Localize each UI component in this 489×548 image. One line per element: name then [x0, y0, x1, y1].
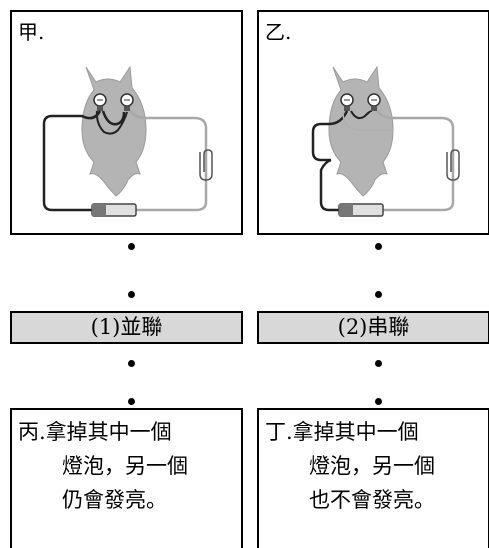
- match-dot-option-1-top[interactable]: [128, 291, 135, 298]
- option-series[interactable]: (2)串聯: [257, 311, 489, 344]
- match-dot-bing[interactable]: [128, 398, 135, 405]
- owl-figure: [81, 65, 147, 197]
- bulb-icon-1: [93, 93, 107, 111]
- match-dot-jia[interactable]: [128, 243, 135, 250]
- statement-line-2: 燈泡，另一個: [309, 454, 435, 478]
- option-parallel[interactable]: (1)並聯: [10, 311, 243, 344]
- statement-line-1: 丙.拿掉其中一個: [18, 420, 172, 444]
- paperclip-icon: [446, 149, 460, 181]
- statement-line-2: 燈泡，另一個: [62, 454, 188, 478]
- match-dot-ding[interactable]: [375, 398, 382, 405]
- statement-line-1: 丁.拿掉其中一個: [265, 420, 419, 444]
- statement-bing[interactable]: 丙.拿掉其中一個 燈泡，另一個 仍會發亮。: [10, 408, 243, 548]
- statement-line-3: 仍會發亮。: [62, 488, 167, 512]
- battery-icon: [91, 203, 137, 217]
- panel-label: 乙.: [265, 20, 292, 44]
- series-circuit-diagram: [311, 65, 460, 217]
- paperclip-icon: [199, 149, 213, 181]
- bulb-icon-2: [120, 93, 134, 111]
- match-dot-option-1-bottom[interactable]: [128, 360, 135, 367]
- circuit-panel-jia[interactable]: 甲.: [10, 10, 243, 235]
- bulb-icon-1: [340, 93, 354, 111]
- battery-icon: [338, 203, 384, 217]
- statement-line-3: 也不會發亮。: [309, 488, 435, 512]
- bulb-icon-2: [367, 93, 381, 111]
- match-dot-option-2-bottom[interactable]: [375, 360, 382, 367]
- match-dot-yi[interactable]: [375, 243, 382, 250]
- circuit-panel-yi[interactable]: 乙.: [257, 10, 489, 235]
- match-dot-option-2-top[interactable]: [375, 291, 382, 298]
- panel-label: 甲.: [18, 20, 45, 44]
- option-label: (2)串聯: [337, 315, 410, 339]
- cropped-top-text: [0, 0, 489, 8]
- option-label: (1)並聯: [90, 315, 163, 339]
- owl-figure: [328, 65, 394, 197]
- parallel-circuit-diagram: [42, 65, 213, 217]
- statement-ding[interactable]: 丁.拿掉其中一個 燈泡，另一個 也不會發亮。: [257, 408, 489, 548]
